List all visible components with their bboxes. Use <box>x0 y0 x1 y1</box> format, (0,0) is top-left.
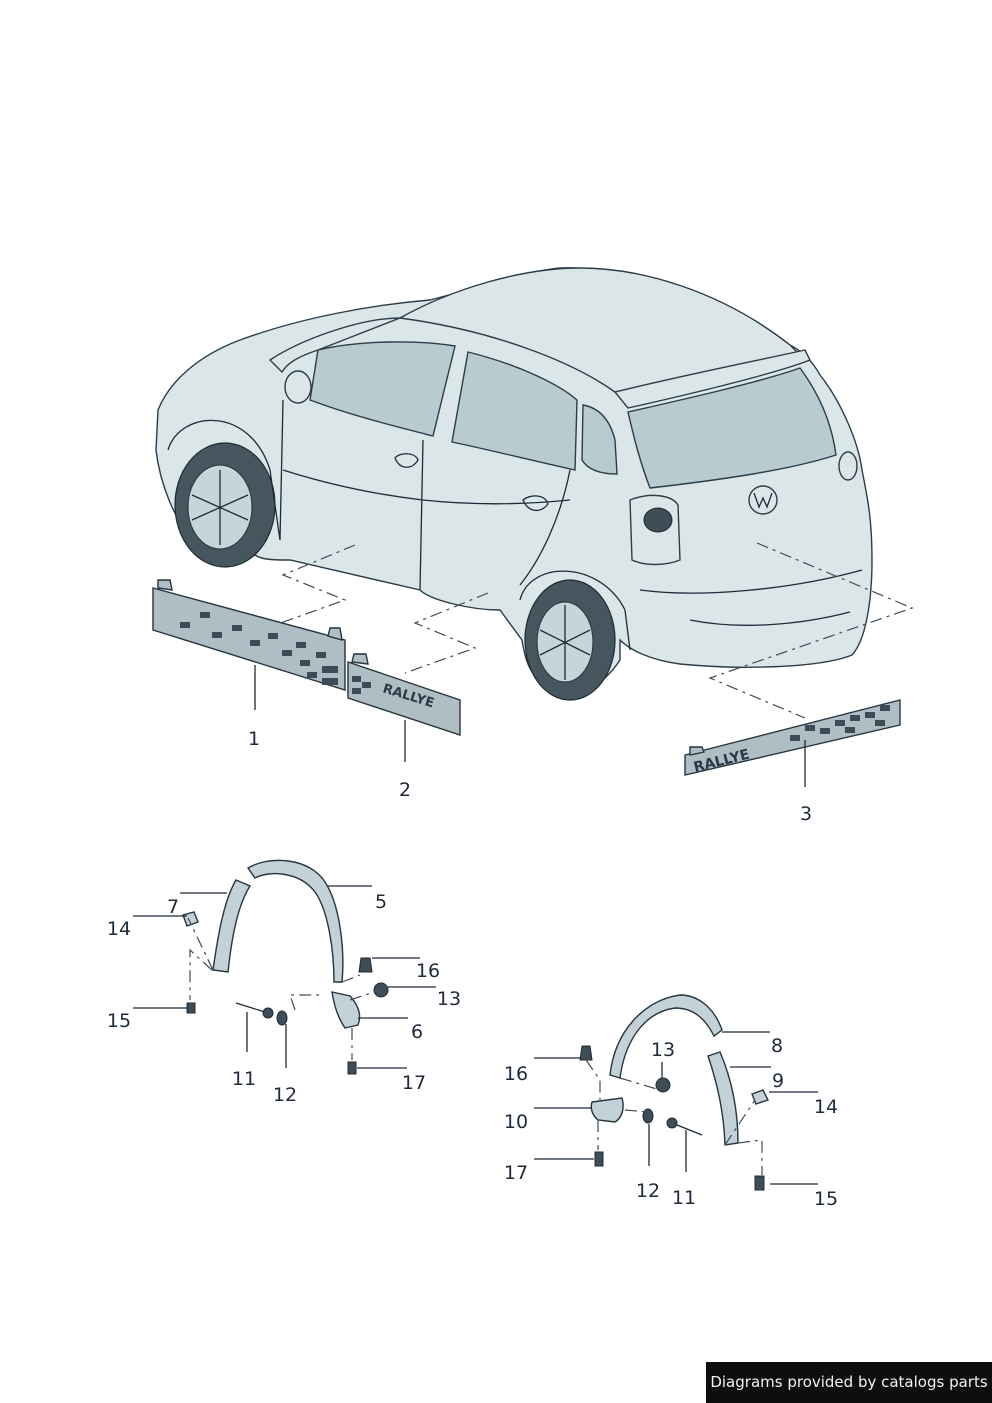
part-5-arch-moulding <box>246 859 344 983</box>
strip-2-checker <box>352 676 371 694</box>
callout-5: 5 <box>374 891 388 913</box>
callout-14-front: 14 <box>106 918 132 940</box>
vw-badge-mark <box>753 492 773 509</box>
strip-1 <box>152 579 346 691</box>
callout-12-rear: 12 <box>635 1180 661 1202</box>
callout-16-rear: 16 <box>503 1063 529 1085</box>
placement-line-1 <box>274 544 356 626</box>
part-11-rivet-shaft <box>235 1002 269 1014</box>
body-crease <box>282 469 571 505</box>
part-10-mudflap <box>590 1097 624 1123</box>
rear-wheel-arch <box>519 570 631 651</box>
side-mirror <box>284 370 312 404</box>
part-12-washer <box>276 1010 288 1026</box>
callout-12-front: 12 <box>272 1084 298 1106</box>
part-12-washer-rear <box>642 1108 654 1124</box>
strip-2-tab <box>351 653 369 665</box>
tail-lamp-lens <box>643 507 673 533</box>
part-16-clip <box>358 957 373 973</box>
strip-2: RALLYE <box>347 653 461 736</box>
callout-7: 7 <box>166 896 180 918</box>
callout-10: 10 <box>503 1111 529 1133</box>
credit-banner: Diagrams provided by catalogs parts <box>706 1362 992 1403</box>
car-roof <box>397 267 802 393</box>
front-door-handle <box>394 453 419 468</box>
front-wheel-arch <box>167 419 281 541</box>
strip-2-body <box>347 661 461 736</box>
rear-door-handle <box>522 495 549 511</box>
rear-door-window <box>451 351 578 471</box>
rear-rim-spokes <box>539 605 591 680</box>
callout-3: 3 <box>799 803 813 825</box>
callout-16-front: 16 <box>415 960 441 982</box>
part-9-arch-moulding <box>707 1051 739 1146</box>
part-6-mudflap <box>331 991 361 1029</box>
front-arch-dashes <box>187 917 381 1060</box>
part-17-screw-rear <box>594 1151 604 1167</box>
callout-1: 1 <box>247 728 261 750</box>
callout-15-rear: 15 <box>813 1188 839 1210</box>
front-rim-spokes <box>191 470 249 545</box>
leader-lines <box>133 665 818 1185</box>
rear-window <box>627 367 837 489</box>
part-13-nut-rear <box>655 1077 671 1093</box>
callout-15-front: 15 <box>106 1010 132 1032</box>
windshield <box>268 317 401 374</box>
part-15-screw-rear <box>754 1175 765 1191</box>
part-13-nut <box>373 982 389 998</box>
placement-lines <box>274 542 914 719</box>
car-illustration <box>155 267 873 701</box>
placement-line-3 <box>708 542 914 719</box>
rear-bumper-lines <box>639 569 863 626</box>
tail-light-right <box>838 451 858 481</box>
part-15-screw <box>186 1002 196 1014</box>
part-16-clip-rear <box>579 1045 593 1061</box>
part-8-arch-moulding <box>609 994 723 1079</box>
callout-2: 2 <box>398 779 412 801</box>
door-seams <box>279 399 571 591</box>
callout-11-front: 11 <box>231 1068 257 1090</box>
callout-13-rear: 13 <box>650 1039 676 1061</box>
callout-8: 8 <box>770 1035 784 1057</box>
rear-spoiler <box>613 349 811 409</box>
quarter-window <box>581 404 618 475</box>
callout-9: 9 <box>771 1070 785 1092</box>
front-door-window <box>309 341 456 437</box>
callout-14-rear: 14 <box>813 1096 839 1118</box>
vw-badge <box>748 485 778 515</box>
callout-11-rear: 11 <box>671 1187 697 1209</box>
strip-3: RALLYE <box>684 699 901 776</box>
strip-1-tabs <box>157 579 343 641</box>
placement-line-2 <box>404 592 489 674</box>
part-17-screw <box>347 1061 357 1075</box>
part-11-rivet-head <box>262 1007 274 1019</box>
callout-17-front: 17 <box>401 1072 427 1094</box>
part-11-rivet-head-rear <box>666 1117 678 1129</box>
callout-17-rear: 17 <box>503 1162 529 1184</box>
callout-6: 6 <box>410 1021 424 1043</box>
strip-3-tab <box>689 746 705 756</box>
rear-arch-group <box>579 994 769 1191</box>
strip-1-checker <box>180 612 338 685</box>
strip-3-checker <box>790 705 890 741</box>
callout-13-front: 13 <box>436 988 462 1010</box>
part-7-arch-moulding <box>212 879 252 973</box>
